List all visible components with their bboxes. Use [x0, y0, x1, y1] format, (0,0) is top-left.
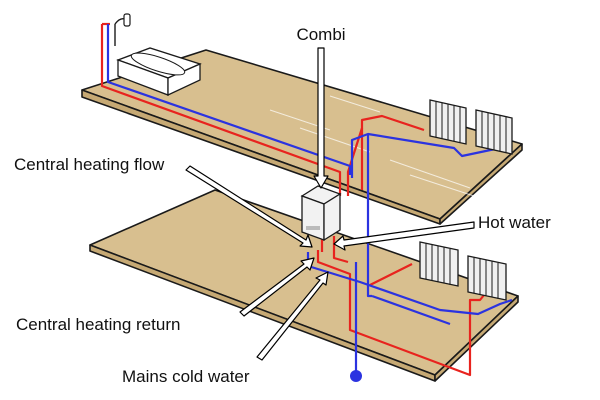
- upper-floor-side-edge: [439, 143, 523, 225]
- radiators: [419, 99, 513, 301]
- central-heating-flow-arrow: [185, 165, 313, 248]
- central-heating-return-arrow: [239, 257, 315, 317]
- radiator-upper-1: [429, 99, 467, 145]
- label-combi: Combi: [296, 25, 345, 44]
- radiator-upper-2: [475, 109, 513, 155]
- mains-cold-water-arrow: [256, 271, 329, 361]
- combi-arrow: [313, 47, 329, 189]
- leader-arrows: [185, 47, 475, 361]
- upper-floor: [81, 49, 523, 225]
- pipework: [100, 22, 513, 377]
- upper-floor-grain: [269, 95, 481, 199]
- shower-icon: [114, 13, 131, 46]
- combi-boiler: [300, 185, 342, 242]
- lower-floor-side-edge: [434, 295, 519, 382]
- radiator-lower-2: [467, 255, 507, 301]
- label-hot-water: Hot water: [478, 213, 551, 232]
- radiator-lower-1: [419, 241, 459, 287]
- bath: [116, 47, 202, 97]
- label-central-heating-flow: Central heating flow: [14, 155, 165, 174]
- label-mains-cold-water: Mains cold water: [122, 367, 250, 386]
- return-pipes: [106, 24, 513, 374]
- hot-water-arrow: [333, 221, 475, 251]
- label-central-heating-return: Central heating return: [16, 315, 180, 334]
- lower-floor: [89, 189, 519, 382]
- mains-inlet-dot: [350, 370, 362, 382]
- flow-pipes: [100, 22, 489, 377]
